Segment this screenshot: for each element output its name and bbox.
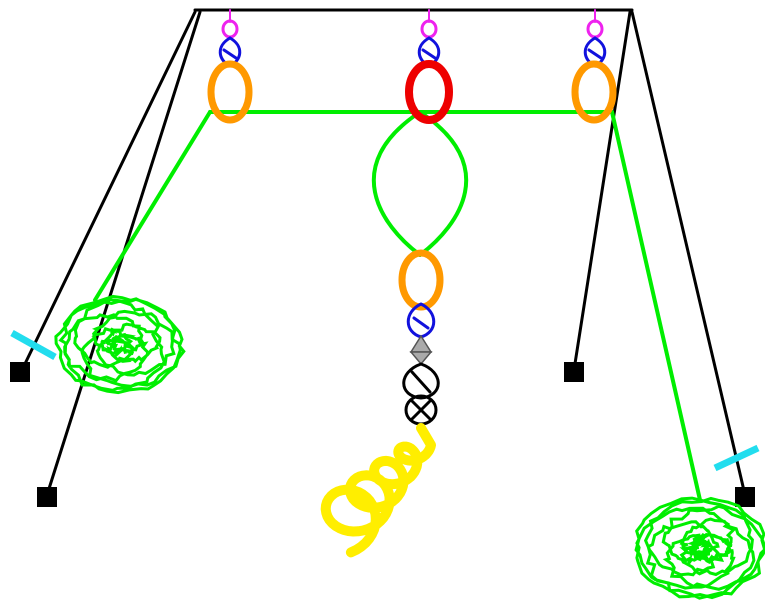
yellow-spiral-path bbox=[320, 423, 436, 558]
figure-eight-knot-lower bbox=[404, 394, 438, 426]
cyan-marker-left bbox=[10, 329, 57, 361]
orange-ring bbox=[207, 60, 253, 124]
cyan-markers bbox=[10, 329, 760, 472]
yellow-spiral-tail bbox=[320, 423, 436, 558]
red-ring bbox=[405, 60, 453, 124]
anchor-block-left-lower bbox=[37, 487, 57, 507]
hanging-point-right bbox=[571, 9, 617, 124]
rope-left-leg bbox=[93, 110, 212, 302]
anchor-block-right-upper bbox=[564, 362, 584, 382]
right-outer-support-line bbox=[630, 10, 747, 497]
rope-coil-left bbox=[54, 294, 186, 395]
right-inner-support-line bbox=[572, 10, 632, 372]
cyan-marker-right bbox=[713, 444, 760, 472]
hanging-hardware bbox=[207, 9, 617, 124]
anchor-block-right-lower bbox=[735, 487, 755, 507]
left-outer-support-line bbox=[20, 10, 197, 372]
figure-eight-knot-upper bbox=[402, 362, 440, 400]
center-chain bbox=[398, 249, 444, 426]
anchor-block-left-upper bbox=[10, 362, 30, 382]
hanging-point-center bbox=[405, 9, 453, 124]
swivel-bottom bbox=[409, 351, 433, 366]
swivel bbox=[409, 334, 433, 366]
hanging-point-left bbox=[207, 9, 253, 124]
rope-right-leg bbox=[610, 110, 702, 502]
rope-coil-scribble bbox=[634, 496, 765, 600]
anchor-blocks bbox=[10, 362, 755, 507]
rope-coil-scribble bbox=[54, 294, 186, 395]
rope-coil-right bbox=[634, 496, 765, 600]
orange-ring bbox=[571, 60, 617, 124]
orange-ring-lower bbox=[398, 249, 444, 311]
